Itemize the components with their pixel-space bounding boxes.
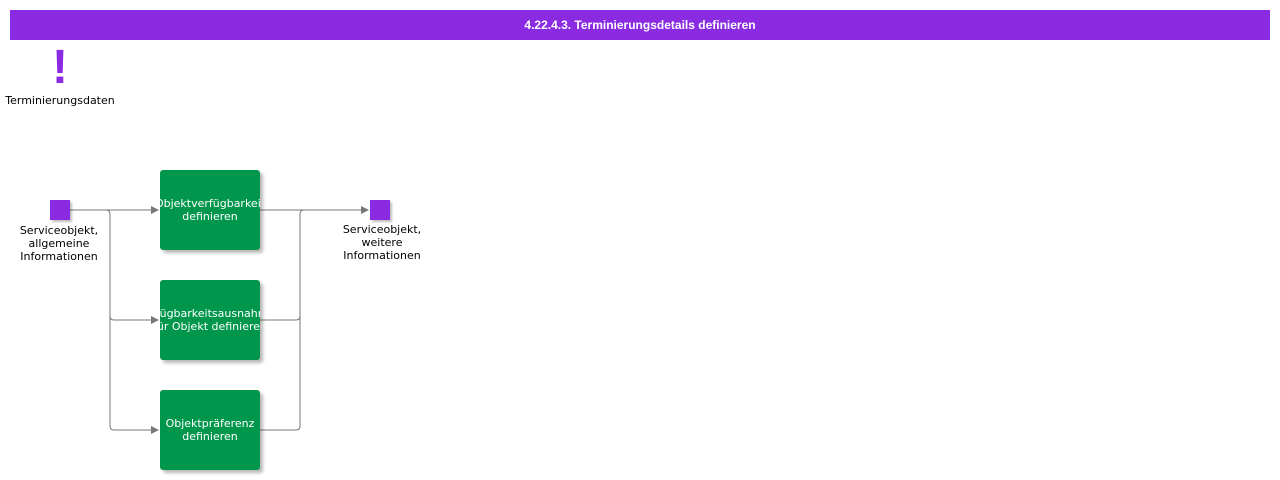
activity-objektpraeferenz[interactable]: Objektpräferenz definieren (160, 390, 260, 470)
connector-activity-2-to-output (260, 209, 305, 321)
event-label: Terminierungsdaten (5, 94, 115, 107)
input-label-line-3: Informationen (20, 250, 98, 263)
output-label-line-3: Informationen (343, 249, 421, 262)
input-square-icon (50, 200, 70, 220)
output-label-line-2: weitere (361, 236, 403, 249)
activity-2-line-2: für Objekt definieren (160, 320, 260, 333)
exclamation-icon: ! (52, 41, 68, 94)
input-label-line-1: Serviceobjekt, (19, 224, 99, 237)
connector-input-to-activity-3 (109, 316, 159, 434)
activity-1-line-2: definieren (182, 210, 238, 223)
activity-1-line-1: Objektverfügbarkeit (160, 197, 260, 210)
input-label: Serviceobjekt, allgemeine Informationen (4, 224, 114, 263)
connector-activity-3-to-output (260, 316, 301, 431)
activity-3-line-2: definieren (182, 430, 238, 443)
output-label: Serviceobjekt, weitere Informationen (327, 223, 437, 262)
activity-objektverfuegbarkeit[interactable]: Objektverfügbarkeit definieren (160, 170, 260, 250)
diagram-title: 4.22.4.3. Terminierungsdetails definiere… (524, 18, 756, 32)
output-label-line-1: Serviceobjekt, (342, 223, 422, 236)
diagram-title-bar: 4.22.4.3. Terminierungsdetails definiere… (10, 10, 1270, 40)
input-label-line-2: allgemeine (28, 237, 90, 250)
activity-3-line-1: Objektpräferenz (165, 417, 255, 430)
output-square-icon (370, 200, 390, 220)
activity-verfuegbarkeitsausnahmen[interactable]: Verfügbarkeitsausnahmen für Objekt defin… (160, 280, 260, 360)
activity-2-line-1: Verfügbarkeitsausnahmen (160, 307, 260, 320)
